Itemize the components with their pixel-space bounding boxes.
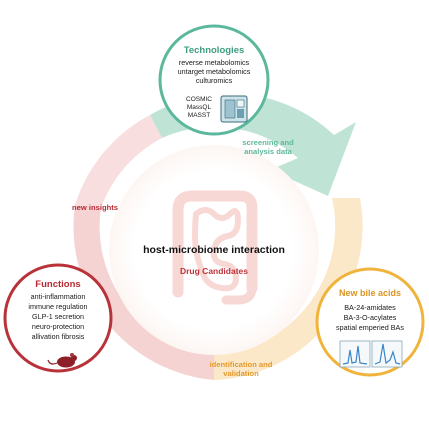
- bile-acids-title: New bile acids: [338, 288, 402, 298]
- insights-arc-upper: [75, 115, 162, 208]
- bile-acids-item: BA-3-O-acylates: [343, 313, 397, 322]
- technologies-item: untarget metabolomics: [177, 67, 251, 76]
- identification-label: identification and validation: [209, 360, 273, 378]
- bile-acids-item: spatial emperied BAs: [336, 323, 404, 332]
- ms-instrument-icon: [220, 95, 248, 123]
- technologies-tool: MassQL: [186, 104, 212, 111]
- technologies-title: Technologies: [183, 45, 245, 56]
- functions-node: [3, 263, 113, 373]
- functions-item: GLP-1 secretion: [32, 312, 84, 321]
- screening-label: screening and analysis data: [242, 138, 294, 156]
- technologies-tool: MASST: [187, 112, 211, 119]
- functions-item: allivation fibrosis: [31, 332, 85, 341]
- functions-item: neuro-protection: [31, 322, 85, 331]
- technologies-item: culturomics: [195, 76, 233, 85]
- insights-label: new insights: [72, 203, 118, 212]
- intestine-illustration: [172, 190, 258, 305]
- center-subtitle: Drug Candidates: [179, 266, 248, 276]
- functions-title: Functions: [35, 279, 81, 290]
- functions-item: immune regulation: [28, 302, 88, 311]
- technologies-tool: COSMIC: [186, 96, 212, 103]
- functions-item: anti-inflammation: [30, 292, 86, 301]
- technologies-item: reverse metabolomics: [178, 58, 250, 67]
- mouse-icon: [47, 353, 77, 368]
- chromatogram-icon: [339, 340, 403, 368]
- bile-acids-item: BA-24-amidates: [344, 303, 396, 312]
- center-title: host-microbiome interaction: [143, 244, 285, 256]
